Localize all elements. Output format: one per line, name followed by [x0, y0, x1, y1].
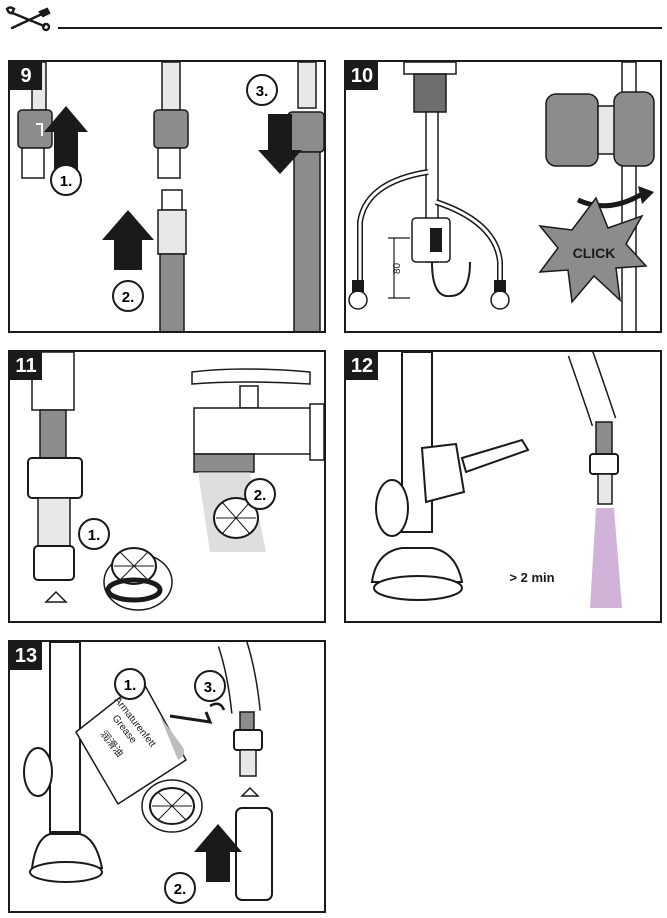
step-number: 9 [10, 62, 42, 90]
step-number: 11 [10, 352, 42, 380]
rotate-arrow-icon [209, 702, 226, 711]
step-9-panel: 9 1. 2. 3. [8, 60, 326, 333]
step-label: 3. [204, 679, 217, 696]
label-circle [112, 280, 144, 312]
step-13-panel: 13 Armaturenfett Grease 润滑油 1. 3. [8, 640, 326, 913]
duration-text: > 2 min [509, 570, 554, 585]
step-label: 2. [174, 881, 187, 898]
step-11-panel: 11 1. 2. [8, 350, 326, 623]
click-text: CLICK [573, 245, 616, 261]
label-circle [246, 74, 278, 106]
step-12-panel: 12 > 2 min [344, 350, 662, 623]
step-10-illustration: 80 CLICK [348, 62, 655, 331]
step-number: 12 [346, 352, 378, 380]
down-arrow-icon [258, 114, 302, 174]
step-12-illustration: > 2 min [370, 352, 622, 608]
label-circle [50, 164, 82, 196]
step-label: 3. [256, 83, 269, 100]
step-number: 13 [10, 642, 42, 670]
step-11-illustration: 1. 2. [27, 352, 324, 611]
step-13-illustration: Armaturenfett Grease 润滑油 1. 3. 2. [23, 642, 273, 904]
step-number: 10 [346, 62, 378, 90]
up-arrow-icon [102, 210, 154, 270]
dimension-label: 80 [392, 262, 403, 274]
step-label: 2. [254, 487, 267, 504]
step-label: 1. [60, 173, 73, 190]
step-9-illustration: 1. 2. 3. [17, 62, 324, 331]
click-burst [538, 196, 648, 304]
step-10-panel: 10 80 CLICK [344, 60, 662, 333]
up-arrow-icon [44, 106, 88, 172]
header-rule [58, 27, 662, 29]
water-flow [590, 508, 622, 608]
page-header [0, 0, 667, 40]
up-arrow-icon [194, 824, 242, 882]
wrench-screwdriver-icon [5, 6, 51, 32]
step-label: 1. [124, 677, 137, 694]
step-label: 2. [122, 289, 135, 306]
step-label: 1. [88, 527, 101, 544]
